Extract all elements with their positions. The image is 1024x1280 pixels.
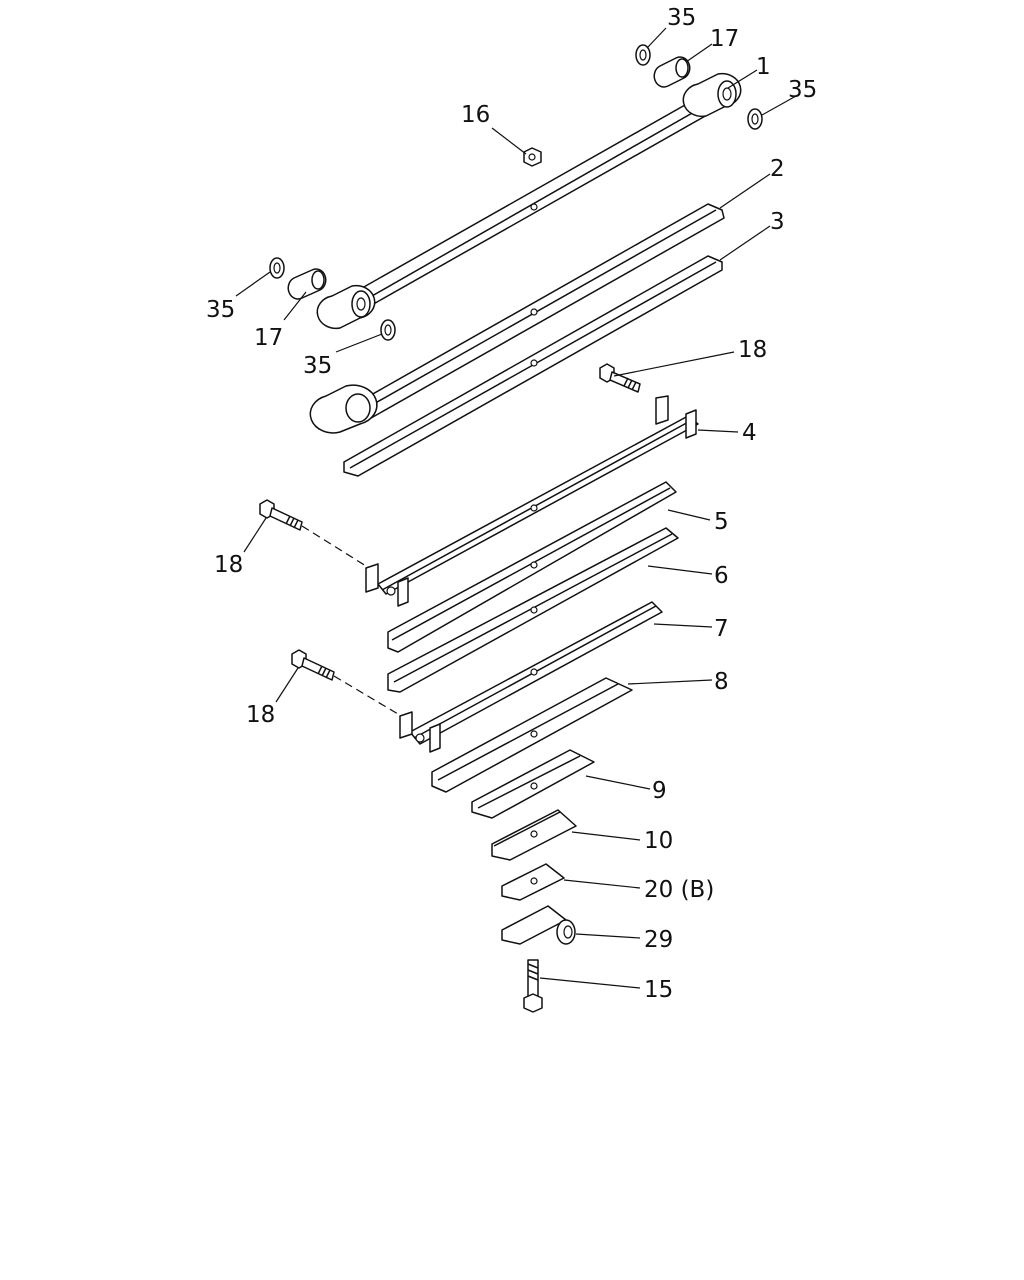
washer-part-35-left — [269, 257, 285, 279]
bolt-part-18-lower — [291, 649, 335, 681]
callout-4: 4 — [742, 420, 757, 446]
bolt-part-18-top — [599, 363, 641, 393]
callout-10: 10 — [644, 828, 673, 854]
bushing-part-17-rear — [653, 56, 691, 88]
callout-29: 29 — [644, 927, 673, 953]
leaf-part-8 — [431, 677, 633, 793]
leaf-part-5 — [387, 481, 677, 653]
callout-18-top: 18 — [738, 337, 767, 363]
callout-15: 15 — [644, 977, 673, 1003]
callout-16: 16 — [461, 102, 490, 128]
callout-35-left: 35 — [206, 297, 235, 323]
callout-20b: 20 (B) — [644, 877, 714, 903]
callout-7: 7 — [714, 616, 729, 642]
leaf-part-2 — [309, 203, 725, 434]
callout-8: 8 — [714, 669, 729, 695]
leaf-part-9 — [471, 749, 595, 819]
spacer-part-10 — [491, 809, 577, 861]
plate-part-20b — [501, 863, 565, 901]
callout-18-middle: 18 — [214, 552, 243, 578]
bolt-part-18-middle — [259, 499, 303, 531]
nut-part-16 — [523, 147, 542, 167]
callout-35-top: 35 — [667, 5, 696, 31]
center-bolt-part-15 — [523, 959, 543, 1013]
washer-part-35-top — [635, 44, 651, 66]
callout-3: 3 — [770, 209, 785, 235]
leaf-part-6 — [387, 527, 679, 693]
callout-labels: 35 17 1 35 16 2 3 35 17 35 18 4 5 18 6 7… — [206, 5, 817, 1003]
leader-lines — [235, 27, 797, 989]
callout-35-right: 35 — [788, 77, 817, 103]
callout-9: 9 — [652, 778, 667, 804]
leaf-part-3 — [343, 255, 723, 477]
callout-18-lower: 18 — [246, 702, 275, 728]
callout-35-lower: 35 — [303, 353, 332, 379]
callout-17-front: 17 — [254, 325, 283, 351]
callout-6: 6 — [714, 563, 729, 589]
callout-1: 1 — [756, 54, 771, 80]
bushing-part-17-front — [287, 268, 327, 300]
washer-part-35-right — [747, 108, 763, 130]
leaf-part-7-with-clips — [399, 601, 663, 753]
callout-2: 2 — [770, 156, 785, 182]
callout-5: 5 — [714, 509, 729, 535]
washer-part-35-lower — [380, 319, 396, 341]
main-leaf-part-1 — [316, 72, 742, 330]
leaf-part-4-with-clips — [365, 395, 699, 607]
callout-17-rear: 17 — [710, 26, 739, 52]
bracket-part-29 — [501, 905, 576, 945]
